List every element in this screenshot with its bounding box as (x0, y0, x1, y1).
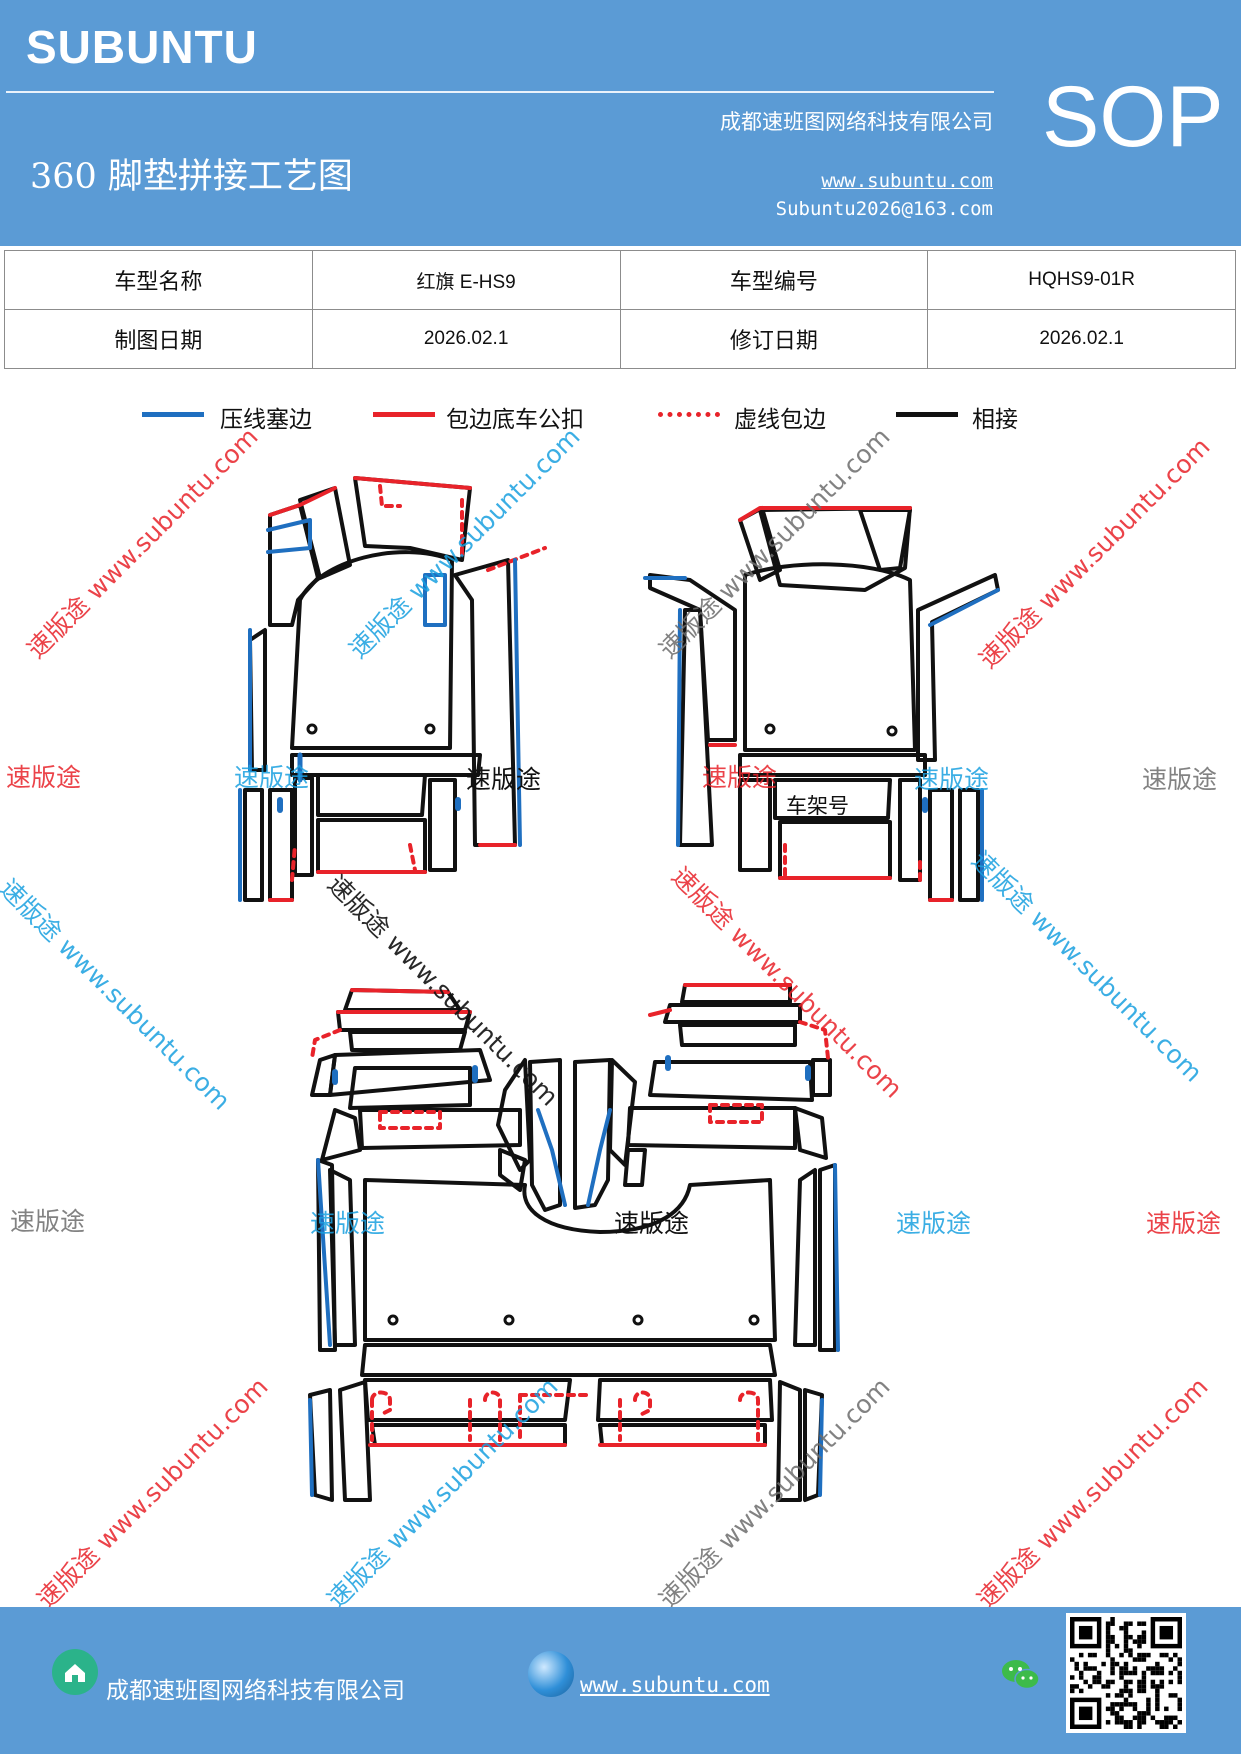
watermark: 速版途 (234, 763, 310, 792)
mat-rear (308, 983, 840, 1502)
mat-hole (748, 1314, 760, 1326)
mat-front-right (643, 506, 1000, 902)
frame-number-label: 车架号 (786, 794, 849, 818)
legend-label: 虚线包边 (734, 407, 826, 433)
table-row: 车型名称 红旗 E-HS9 车型编号 HQHS9-01R (4, 250, 1236, 310)
watermark: 速版途 (1142, 765, 1218, 794)
header-banner: SUBUNTU 360 脚垫拼接工艺图 成都速班图网络科技有限公司 www.su… (0, 0, 1241, 246)
table-cell: 2026.02.1 (311, 309, 621, 369)
legend-label: 压线塞边 (220, 407, 312, 433)
mat-hole (886, 725, 898, 737)
floor-mat-diagram (238, 476, 1000, 1502)
header-company: 成都速班图网络科技有限公司 (720, 110, 993, 134)
table-cell: 车型编号 (619, 250, 929, 310)
table-cell: 制图日期 (4, 309, 313, 369)
home-icon (52, 1649, 98, 1695)
mat-hole (387, 1314, 399, 1326)
mat-hole (632, 1314, 644, 1326)
footer-company: 成都速班图网络科技有限公司 (106, 1678, 405, 1704)
table-cell: 2026.02.1 (927, 309, 1236, 369)
table-cell: HQHS9-01R (927, 250, 1236, 310)
sop-badge: SOP (1042, 69, 1224, 165)
globe-icon (528, 1651, 574, 1697)
legend-swatch-blue (142, 412, 204, 417)
table-row: 制图日期 2026.02.1 修订日期 2026.02.1 (4, 309, 1236, 369)
footer-banner: 成都速班图网络科技有限公司 www.subuntu.com (0, 1607, 1241, 1754)
header-divider (6, 91, 994, 93)
legend-label: 包边底车公扣 (446, 407, 584, 433)
watermark: 速版途 (702, 763, 778, 792)
watermark: 速版途 (896, 1209, 972, 1238)
mat-hole (503, 1314, 515, 1326)
wechat-icon (998, 1651, 1044, 1697)
table-cell: 车型名称 (4, 250, 313, 310)
qr-code (1066, 1613, 1186, 1733)
watermark: 速版途 (914, 765, 990, 794)
legend: 压线塞边 包边底车公扣 虚线包边 相接 (0, 400, 1241, 440)
watermark: 速版途 (6, 763, 82, 792)
mat-hole (424, 723, 436, 735)
document-title: 360 脚垫拼接工艺图 (30, 157, 353, 197)
brand-logo: SUBUNTU (26, 21, 258, 73)
legend-swatch-red (373, 412, 435, 417)
table-cell: 红旗 E-HS9 (311, 250, 621, 310)
vehicle-info-table: 车型名称 红旗 E-HS9 车型编号 HQHS9-01R 制图日期 2026.0… (4, 250, 1236, 369)
legend-swatch-black (896, 412, 958, 417)
watermark: 速版途 (1146, 1209, 1222, 1238)
legend-swatch-red-dashed (658, 412, 720, 417)
header-website-link[interactable]: www.subuntu.com (821, 170, 993, 192)
footer-website-link[interactable]: www.subuntu.com (580, 1673, 770, 1697)
header-email[interactable]: Subuntu2026@163.com (775, 198, 993, 220)
watermark: 速版途 (310, 1209, 386, 1238)
mat-front-left (238, 476, 547, 902)
watermark: 速版途 (466, 765, 542, 794)
mat-hole (764, 723, 776, 735)
watermark: 速版途 (10, 1207, 86, 1236)
mat-hole (306, 723, 318, 735)
watermark: 速版途 (614, 1209, 690, 1238)
table-cell: 修订日期 (619, 309, 929, 369)
legend-label: 相接 (972, 407, 1018, 433)
